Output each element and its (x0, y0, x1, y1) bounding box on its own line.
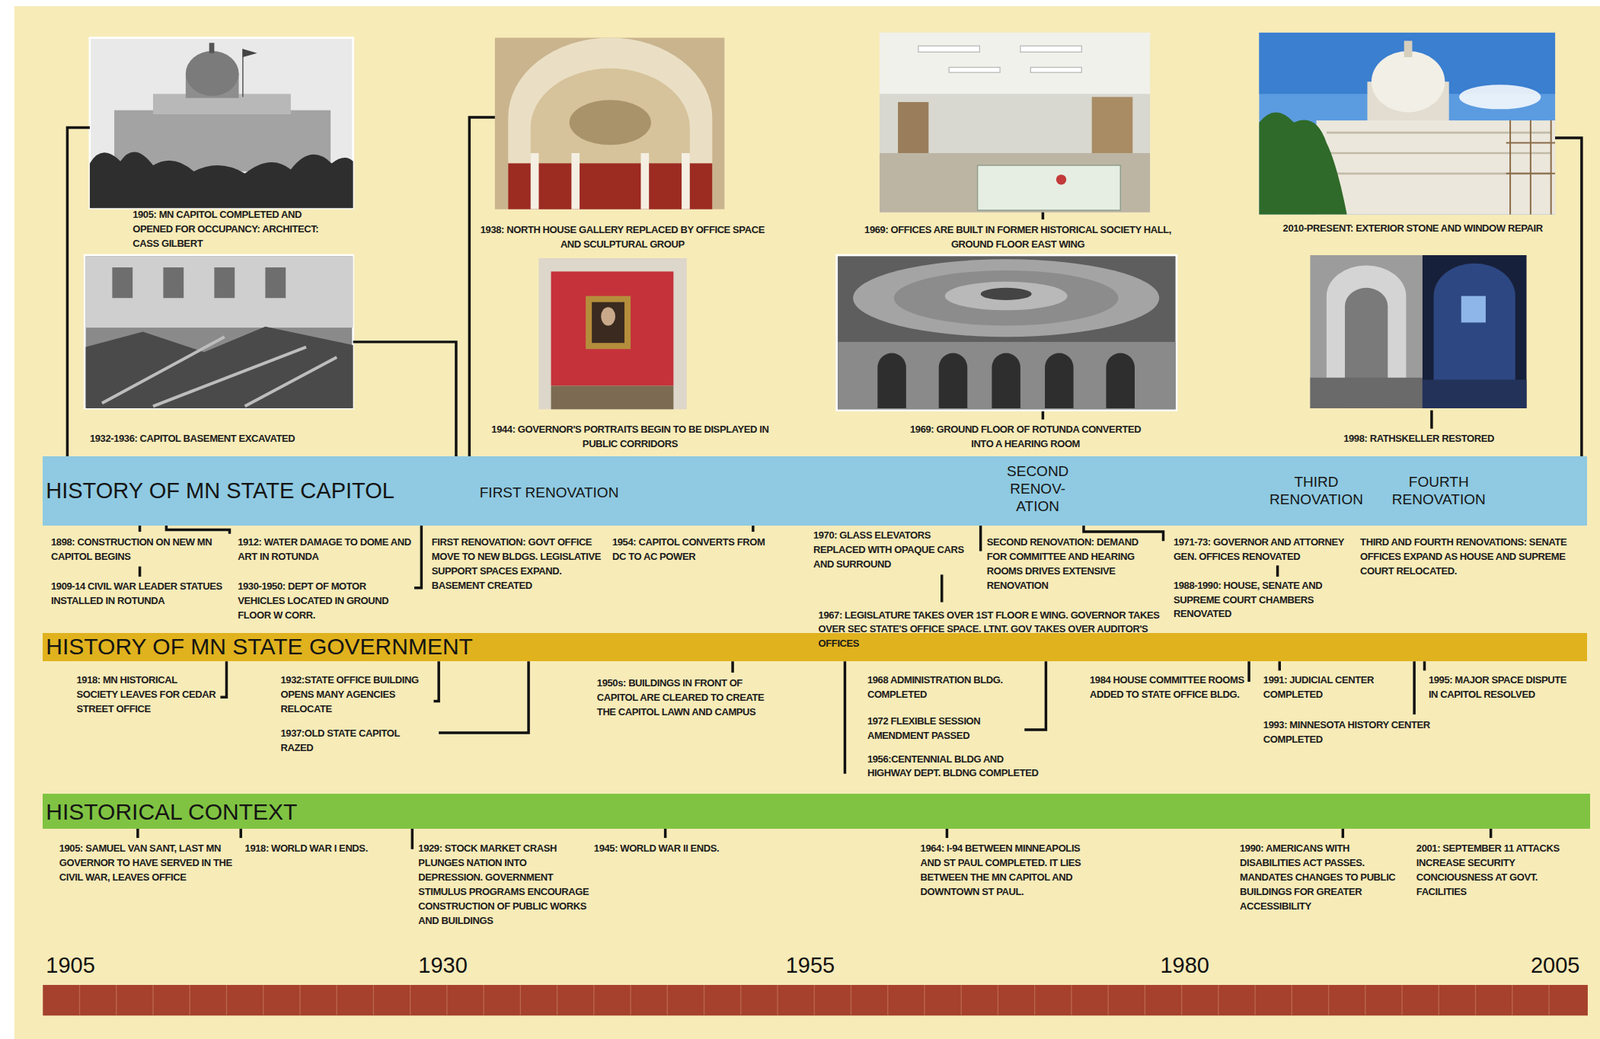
timeline-note: 1967: LEGISLATURE TAKES OVER 1ST FLOOR E… (818, 608, 1171, 652)
band-heading: FOURTH RENOVATION (1381, 473, 1496, 509)
rathskeller-photo (1309, 255, 1527, 409)
timeline-note: SECOND RENOVATION: DEMAND FOR COMMITTEE … (986, 535, 1161, 593)
timeline-note: 1956:CENTENNIAL BLDG AND HIGHWAY DEPT. B… (867, 752, 1046, 782)
gallery-photo (495, 38, 725, 210)
context-note: 2001: SEPTEMBER 11 ATTACKS INCREASE SECU… (1416, 841, 1588, 899)
time-axis-bar (42, 984, 1588, 1016)
context-note: 1929: STOCK MARKET CRASH PLUNGES NATION … (418, 841, 590, 928)
rotunda-photo (836, 255, 1177, 411)
year-label: 1980 (1159, 951, 1252, 979)
year-label: 1905 (45, 951, 138, 979)
context-note: 1918: WORLD WAR I ENDS. (245, 841, 409, 856)
timeline-note: 1930-1950: DEPT OF MOTOR VEHICLES LOCATE… (237, 579, 409, 623)
year-label: 1930 (418, 951, 511, 979)
context-note: 1905: SAMUEL VAN SANT, LAST MN GOVERNOR … (59, 841, 234, 885)
timeline-note: 1950s: BUILDINGS IN FRONT OF CAPITOL ARE… (597, 676, 776, 720)
band-heading: HISTORY OF MN STATE CAPITOL (45, 477, 395, 505)
timeline-band: HISTORICAL CONTEXT (42, 793, 1590, 829)
page-ground (14, 6, 1600, 1039)
band-heading: SECOND RENOV- ATION (1003, 463, 1073, 515)
timeline-note: 1954: CAPITOL CONVERTS FROM DC TO AC POW… (612, 535, 781, 565)
photo-caption: 1944: GOVERNOR'S PORTRAITS BEGIN TO BE D… (484, 422, 776, 452)
timeline-band: HISTORY OF MN STATE CAPITOL FIRST RENOVAT… (42, 456, 1587, 526)
timeline-note: 1898: CONSTRUCTION ON NEW MN CAPITOL BEG… (51, 535, 225, 565)
timeline-note: 1993: MINNESOTA HISTORY CENTER COMPLETED (1263, 718, 1438, 748)
office-photo (879, 32, 1150, 213)
context-note: 1990: AMERICANS WITH DISABILITIES ACT PA… (1239, 841, 1409, 914)
year-label: 2005 (1530, 951, 1600, 979)
band-heading: HISTORICAL CONTEXT (45, 798, 298, 826)
photo-caption: 1969: GROUND FLOOR OF ROTUNDA CONVERTED … (897, 422, 1153, 452)
photo-caption: 1932-1936: CAPITOL BASEMENT EXCAVATED (89, 431, 376, 447)
photo-caption: 1998: RATHSKELLER RESTORED (1303, 431, 1533, 447)
timeline-note: 1984 HOUSE COMMITTEE ROOMS ADDED TO STAT… (1089, 673, 1249, 703)
photo-caption: 2010-PRESENT: EXTERIOR STONE AND WINDOW … (1257, 221, 1569, 237)
timeline-note: 1932:STATE OFFICE BUILDING OPENS MANY AG… (280, 673, 432, 717)
band-heading: HISTORY OF MN STATE GOVERNMENT (45, 632, 473, 661)
band-heading: FIRST RENOVATION (479, 484, 620, 502)
timeline-note: 1970: GLASS ELEVATORS REPLACED WITH OPAQ… (813, 528, 979, 572)
portrait-photo (538, 258, 687, 409)
timeline-band: HISTORY OF MN STATE GOVERNMENT (42, 632, 1587, 662)
timeline-note: 1937:OLD STATE CAPITOL RAZED (280, 726, 434, 756)
context-note: 1964: I-94 BETWEEN MINNEAPOLIS AND ST PA… (920, 841, 1095, 899)
timeline-note: 1918: MN HISTORICAL SOCIETY LEAVES FOR C… (76, 673, 218, 717)
timeline-note: 1988-1990: HOUSE, SENATE AND SUPREME COU… (1173, 578, 1352, 623)
timeline-note: 1968 ADMINISTRATION BLDG. COMPLETED (867, 673, 1021, 703)
timeline-note: 1912: WATER DAMAGE TO DOME AND ART IN RO… (237, 535, 416, 565)
photo-caption: 1969: OFFICES ARE BUILT IN FORMER HISTOR… (852, 223, 1184, 253)
timeline-note: THIRD AND FOURTH RENOVATIONS: SENATE OFF… (1360, 535, 1570, 579)
year-label: 1955 (785, 951, 879, 979)
photo-caption: 1905: MN CAPITOL COMPLETED AND OPENED FO… (132, 207, 342, 252)
context-note: 1945: WORLD WAR II ENDS. (594, 841, 773, 856)
timeline-note: 1909-14 CIVIL WAR LEADER STATUES INSTALL… (51, 579, 225, 609)
band-heading: THIRD RENOVATION (1258, 473, 1374, 509)
capitol-photo (89, 38, 354, 209)
capitol-repair-photo (1258, 32, 1556, 215)
timeline-note: 1972 FLEXIBLE SESSION AMENDMENT PASSED (867, 714, 1021, 744)
photo-caption: 1938: NORTH HOUSE GALLERY REPLACED BY OF… (474, 223, 771, 253)
timeline-note: 1995: MAJOR SPACE DISPUTE IN CAPITOL RES… (1428, 673, 1572, 703)
timeline-note: 1971-73: GOVERNOR AND ATTORNEY GEN. OFFI… (1173, 535, 1352, 565)
timeline-note: FIRST RENOVATION: GOVT OFFICE MOVE TO NE… (431, 535, 607, 593)
excavation-photo (84, 255, 353, 409)
timeline-note: 1991: JUDICIAL CENTER COMPLETED (1263, 673, 1412, 703)
